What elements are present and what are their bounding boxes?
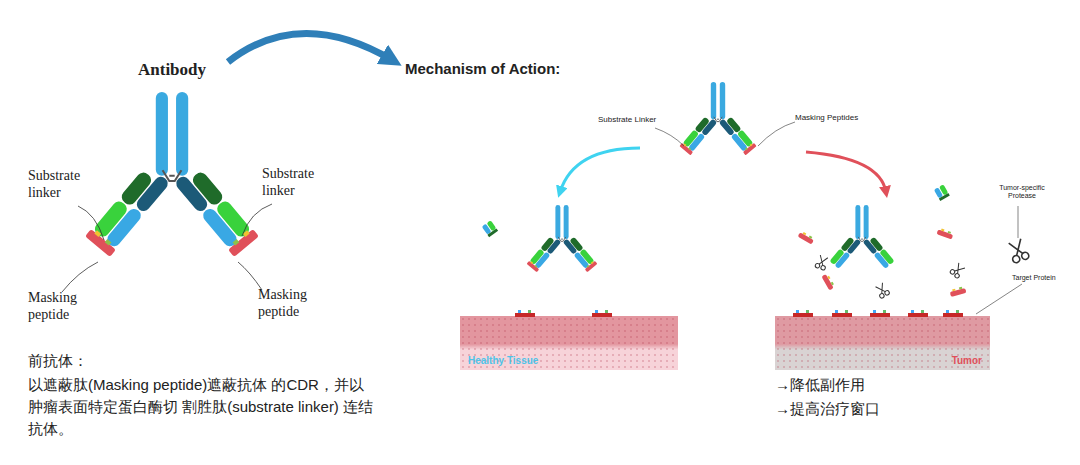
antibody-figure — [85, 92, 259, 257]
protease-symbol — [949, 262, 965, 279]
figure-heading: Antibody — [138, 60, 238, 80]
part-name: Substrate Linker — [598, 115, 688, 125]
masking-fragment — [798, 231, 815, 245]
antibody-fragment — [934, 184, 950, 201]
effect-note: →提高治疗窗口 — [775, 400, 975, 418]
flow-arrow — [228, 33, 392, 62]
part-name: Masking peptide — [258, 287, 328, 321]
part-name: Masking peptide — [28, 290, 98, 324]
leader-line — [976, 284, 1022, 314]
leader-line — [62, 262, 98, 292]
part-name: Target Protein — [1012, 274, 1080, 282]
note-heading: 前抗体： — [28, 352, 228, 370]
antibody-figure — [679, 82, 756, 155]
tissue-label: Healthy Tissue — [468, 355, 538, 366]
tissue-label: Tumor — [952, 355, 982, 366]
antibody-fragment — [482, 220, 498, 237]
masking-fragment — [949, 286, 966, 297]
masking-fragment — [821, 273, 835, 290]
leader-line — [242, 204, 272, 236]
protease-symbol — [1007, 238, 1030, 264]
antibody-figure — [527, 205, 598, 272]
effect-note: →降低副作用 — [775, 376, 975, 394]
tissue-band: Tumor — [775, 316, 990, 370]
part-name: Tumor-specific Protease — [992, 184, 1052, 201]
part-name: Substrate linker — [28, 168, 106, 202]
leader-line — [238, 262, 262, 290]
leader-line — [78, 206, 104, 240]
leader-line — [758, 122, 795, 146]
antibody-figure — [829, 205, 894, 269]
leader-line — [1018, 206, 1019, 238]
section-heading: Mechanism of Action: — [405, 60, 665, 78]
part-name: Substrate linker — [262, 166, 340, 200]
protease-symbol — [815, 255, 829, 271]
flow-arrow — [806, 152, 886, 192]
masking-fragment — [936, 228, 953, 240]
protease-symbol — [874, 282, 890, 299]
leader-line — [655, 128, 684, 146]
tissue-band: Healthy Tissue — [460, 316, 678, 370]
note-text: 以遮蔽肽(Masking peptide)遮蔽抗体 的CDR，并以肿瘤表面特定蛋… — [28, 374, 378, 440]
part-name: Masking Peptides — [795, 113, 885, 123]
flow-arrow — [560, 148, 640, 192]
